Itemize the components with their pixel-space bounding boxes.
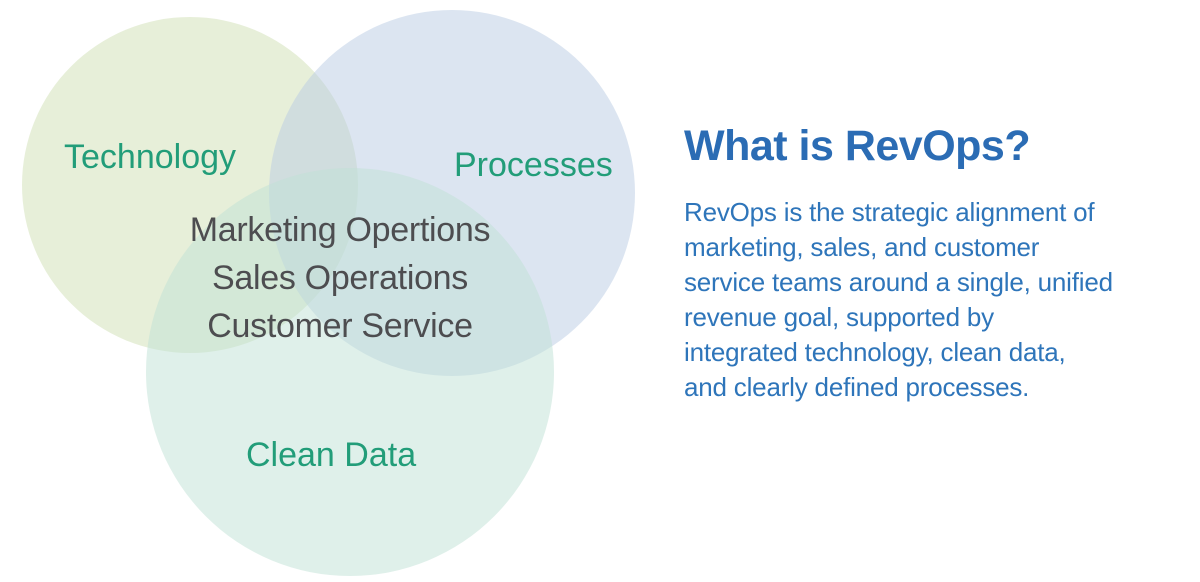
description-line: RevOps is the strategic alignment of: [684, 197, 1095, 227]
venn-label-technology: Technology: [64, 138, 237, 176]
description-panel: What is RevOps? RevOps is the strategic …: [684, 122, 1164, 405]
description-line: integrated technology, clean data,: [684, 337, 1066, 367]
description-line: revenue goal, supported by: [684, 302, 994, 332]
venn-label-processes: Processes: [454, 146, 613, 184]
revops-description: RevOps is the strategic alignment of mar…: [684, 195, 1164, 405]
venn-diagram: Technology Processes Clean Data Marketin…: [22, 10, 635, 576]
description-line: service teams around a single, unified: [684, 267, 1113, 297]
venn-label-clean-data: Clean Data: [246, 436, 417, 474]
venn-center-item-sales-operations: Sales Operations: [211, 259, 468, 297]
page-title: What is RevOps?: [684, 122, 1031, 170]
description-line: marketing, sales, and customer: [684, 232, 1040, 262]
description-line: and clearly defined processes.: [684, 372, 1030, 402]
venn-center-items: Marketing Opertions Sales Operations Cus…: [140, 206, 540, 350]
clean-data-circle: [146, 168, 554, 576]
venn-center-item-customer-service: Customer Service: [207, 307, 473, 345]
venn-circles-graphic: [22, 10, 635, 576]
venn-center-item-marketing-operations: Marketing Opertions: [189, 211, 491, 249]
